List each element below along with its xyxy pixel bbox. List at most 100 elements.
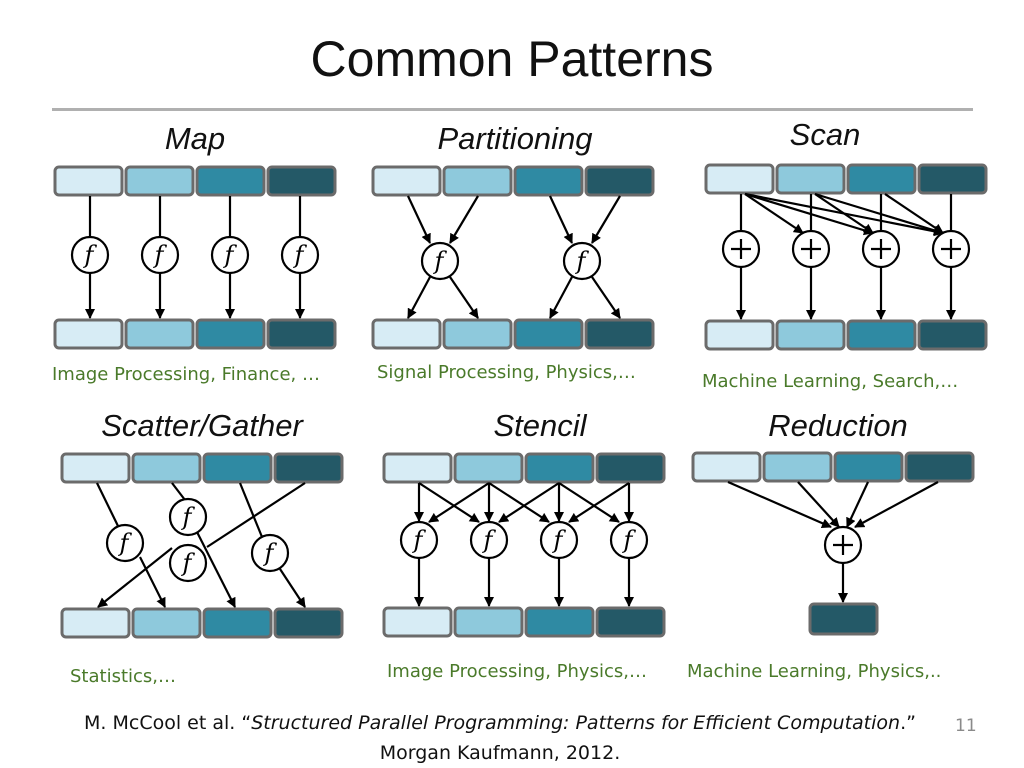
scatter-gather-edge-in-2 <box>171 482 186 501</box>
partitioning-output-cell-1 <box>371 318 442 350</box>
map-input-cell-1 <box>53 165 124 197</box>
stencil-edge-left-2 <box>418 482 480 523</box>
stencil-output-cell-2 <box>453 606 524 638</box>
stencil-input-cell-2 <box>453 452 524 484</box>
partitioning-edge-in-a-1 <box>407 195 431 244</box>
stencil-edge-right-3 <box>568 482 630 523</box>
scatter-gather-node-1: f <box>105 523 145 563</box>
partitioning-edge-out-a-2 <box>549 276 573 319</box>
partitioning-input-cell-4 <box>584 165 655 197</box>
partitioning-edge-out-a-1 <box>407 276 431 319</box>
map-output-cell-2 <box>124 318 195 350</box>
reduction-output-cell <box>808 602 879 636</box>
stencil-node-1: f <box>399 520 439 560</box>
scan-input-cell-3 <box>846 163 917 195</box>
reduction-input-cell-4 <box>904 451 975 483</box>
scan-prefix-edge-1-2 <box>744 193 804 234</box>
citation-publisher: Morgan Kaufmann, 2012. <box>379 742 621 764</box>
reduction-input-cell-3 <box>833 451 904 483</box>
map-node-2: f <box>140 235 180 275</box>
partitioning-input-cell-2 <box>442 165 513 197</box>
reduction-edge-in-3 <box>846 481 869 528</box>
applications-scan: Machine Learning, Search,… <box>702 371 959 392</box>
scan-prefix-edge-2-3 <box>814 193 874 234</box>
stencil-node-2: f <box>469 520 509 560</box>
stencil-node-3: f <box>539 520 579 560</box>
partitioning-input-cell-1 <box>371 165 442 197</box>
citation-book-title: Structured Parallel Programming: Pattern… <box>251 712 901 734</box>
scatter-gather-edge-out-1 <box>97 547 173 608</box>
map-input-cell-3 <box>195 165 266 197</box>
scan-node-3 <box>861 229 901 269</box>
applications-stencil: Image Processing, Physics,… <box>387 661 647 682</box>
scatter-gather-output-cell-4 <box>273 607 344 639</box>
reduction-node <box>823 525 863 565</box>
scan-input-cell-4 <box>917 163 988 195</box>
applications-reduction: Machine Learning, Physics,.. <box>687 661 942 682</box>
pattern-title-scatter-gather: Scatter/Gather <box>101 408 303 443</box>
partitioning-edge-in-b-1 <box>449 195 479 244</box>
stencil-node-4: f <box>609 520 649 560</box>
reduction-edge-in-2 <box>797 481 840 528</box>
partitioning-output-cell-3 <box>513 318 584 350</box>
map-node-4: f <box>280 235 320 275</box>
scatter-gather-input-cell-2 <box>131 452 202 484</box>
pattern-title-partitioning: Partitioning <box>437 121 593 156</box>
pattern-title-reduction: Reduction <box>768 408 908 443</box>
scatter-gather-edge-in-1 <box>96 482 119 527</box>
citation-closing: .” <box>900 712 916 734</box>
reduction-input-cell-1 <box>691 451 762 483</box>
scan-prefix-edge-3-4 <box>884 193 944 234</box>
scatter-gather-node-2: f <box>168 497 208 537</box>
partitioning-input-cell-3 <box>513 165 584 197</box>
scatter-gather-edge-out-3 <box>196 531 236 608</box>
stencil-edge-left-4 <box>558 482 620 523</box>
scan-output-cell-3 <box>846 319 917 351</box>
partitioning-edge-out-b-1 <box>449 276 479 319</box>
scatter-gather-node-4: f <box>250 533 290 573</box>
map-input-cell-4 <box>266 165 337 197</box>
scatter-gather-edge-out-4 <box>279 568 306 608</box>
scatter-gather-edge-in-3 <box>206 482 306 548</box>
partitioning-edge-in-a-2 <box>549 195 573 244</box>
scan-input-cell-1 <box>704 163 775 195</box>
scan-output-cell-1 <box>704 319 775 351</box>
map-output-cell-4 <box>266 318 337 350</box>
scatter-gather-output-cell-3 <box>202 607 273 639</box>
slide-title: Common Patterns <box>310 31 714 87</box>
citation: M. McCool et al. “Structured Parallel Pr… <box>0 708 1000 768</box>
scan-output-cell-4 <box>917 319 988 351</box>
partitioning-output-cell-2 <box>442 318 513 350</box>
scatter-gather-node-3: f <box>168 543 208 583</box>
pattern-title-scan: Scan <box>789 117 861 152</box>
scatter-gather-input-cell-3 <box>202 452 273 484</box>
partitioning-output-cell-4 <box>584 318 655 350</box>
scatter-gather-output-cell-1 <box>60 607 131 639</box>
scatter-gather-edge-out-2 <box>139 556 166 608</box>
reduction-edge-in-1 <box>727 480 832 529</box>
scatter-gather-output-cell-2 <box>131 607 202 639</box>
partitioning-node-1: f <box>420 241 460 281</box>
stencil-output-cell-3 <box>524 606 595 638</box>
scan-input-cell-2 <box>775 163 846 195</box>
stencil-output-cell-1 <box>382 606 453 638</box>
stencil-edge-right-2 <box>498 482 560 523</box>
map-node-1: f <box>70 235 110 275</box>
stencil-edge-left-3 <box>488 482 550 523</box>
scan-prefix-edge-2-4 <box>814 192 944 236</box>
stencil-output-cell-4 <box>595 606 666 638</box>
stencil-input-cell-3 <box>524 452 595 484</box>
map-output-cell-1 <box>53 318 124 350</box>
map-output-cell-3 <box>195 318 266 350</box>
scan-prefix-edge-1-3 <box>744 192 874 236</box>
partitioning-edge-in-b-2 <box>591 195 621 244</box>
partitioning-edge-out-b-2 <box>591 276 621 319</box>
scan-node-4 <box>931 229 971 269</box>
citation-authors: M. McCool et al. “ <box>84 712 252 734</box>
partitioning-node-2: f <box>562 241 602 281</box>
pattern-title-stencil: Stencil <box>493 408 587 443</box>
stencil-edge-right-1 <box>428 482 490 523</box>
scatter-gather-input-cell-4 <box>273 452 344 484</box>
scan-output-cell-2 <box>775 319 846 351</box>
